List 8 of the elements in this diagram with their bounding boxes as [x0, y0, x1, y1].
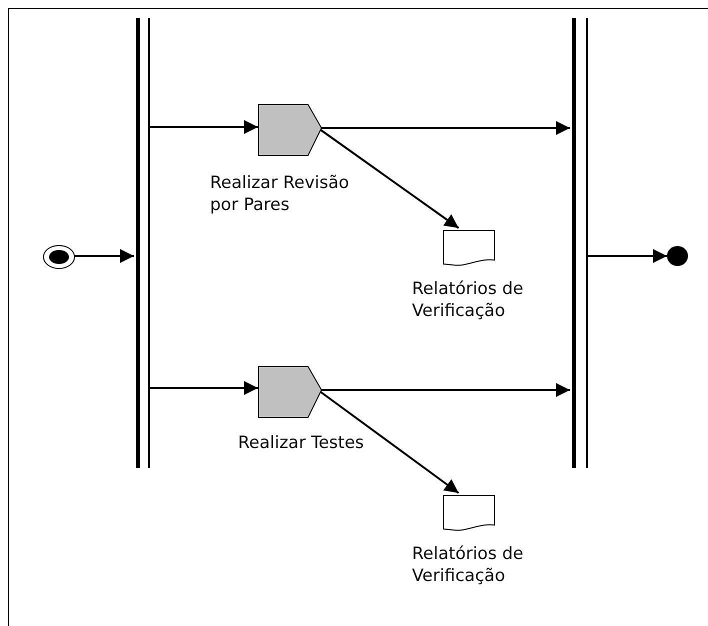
artifact-label: Relatórios de Verificação [412, 278, 524, 322]
arrow [74, 249, 134, 263]
arrow [150, 381, 258, 395]
arrow [588, 249, 667, 263]
artifact-label: Relatórios de Verificação [412, 543, 524, 587]
arrow [150, 120, 258, 134]
activity-label: Realizar Testes [238, 432, 365, 454]
activity-label: Realizar Revisão por Pares [210, 172, 350, 216]
